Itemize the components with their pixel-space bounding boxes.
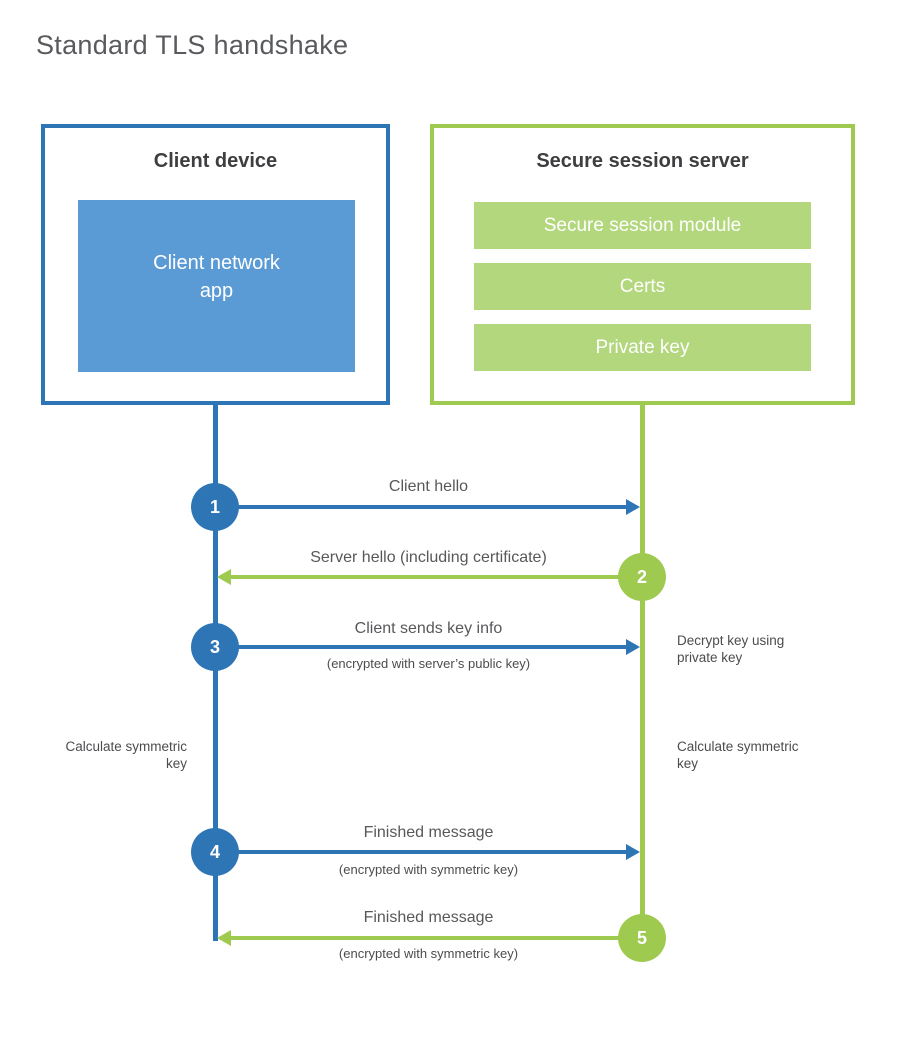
- step-circle-1: 1: [191, 483, 239, 531]
- client-lifeline: [213, 405, 218, 941]
- step-circle-4: 4: [191, 828, 239, 876]
- server-module-secure-session: Secure session module: [474, 202, 811, 249]
- step-circle-2: 2: [618, 553, 666, 601]
- label-server-hello: Server hello (including certificate): [310, 549, 547, 566]
- client-device-heading: Client device: [153, 150, 278, 172]
- label-client-hello: Client hello: [388, 478, 469, 495]
- arrow-finished-client: [215, 844, 640, 860]
- step-circle-3: 3: [191, 623, 239, 671]
- note-calculate-symmetric-left: Calculate symmetric key: [65, 739, 187, 771]
- arrow-finished-server: [217, 930, 642, 946]
- sublabel-finished-server: (encrypted with symmetric key): [338, 946, 519, 961]
- server-module-private-key: Private key: [474, 324, 811, 371]
- step-circle-5: 5: [618, 914, 666, 962]
- server-module-certs: Certs: [474, 263, 811, 310]
- sublabel-client-key-info: (encrypted with server’s public key): [326, 656, 531, 671]
- label-client-key-info: Client sends key info: [354, 620, 503, 637]
- page-title: Standard TLS handshake: [36, 30, 349, 60]
- arrow-server-hello: [217, 569, 642, 585]
- arrow-client-key-info: [215, 639, 640, 655]
- client-app-label-line1: Client network: [153, 252, 280, 274]
- label-finished-server: Finished message: [363, 909, 494, 926]
- server-lifeline: [640, 405, 645, 938]
- label-finished-client: Finished message: [363, 824, 494, 841]
- arrow-client-hello: [215, 499, 640, 515]
- client-device-box: Client device Client network app: [41, 124, 390, 405]
- secure-session-server-box: Secure session server Secure session mod…: [430, 124, 855, 405]
- sublabel-finished-client: (encrypted with symmetric key): [338, 862, 519, 877]
- client-network-app-box: Client network app: [78, 200, 355, 372]
- client-app-label-line2: app: [199, 280, 234, 302]
- note-decrypt-key: Decrypt key using private key: [677, 633, 785, 665]
- note-calculate-symmetric-right: Calculate symmetric key: [677, 739, 799, 771]
- server-heading: Secure session server: [536, 150, 749, 172]
